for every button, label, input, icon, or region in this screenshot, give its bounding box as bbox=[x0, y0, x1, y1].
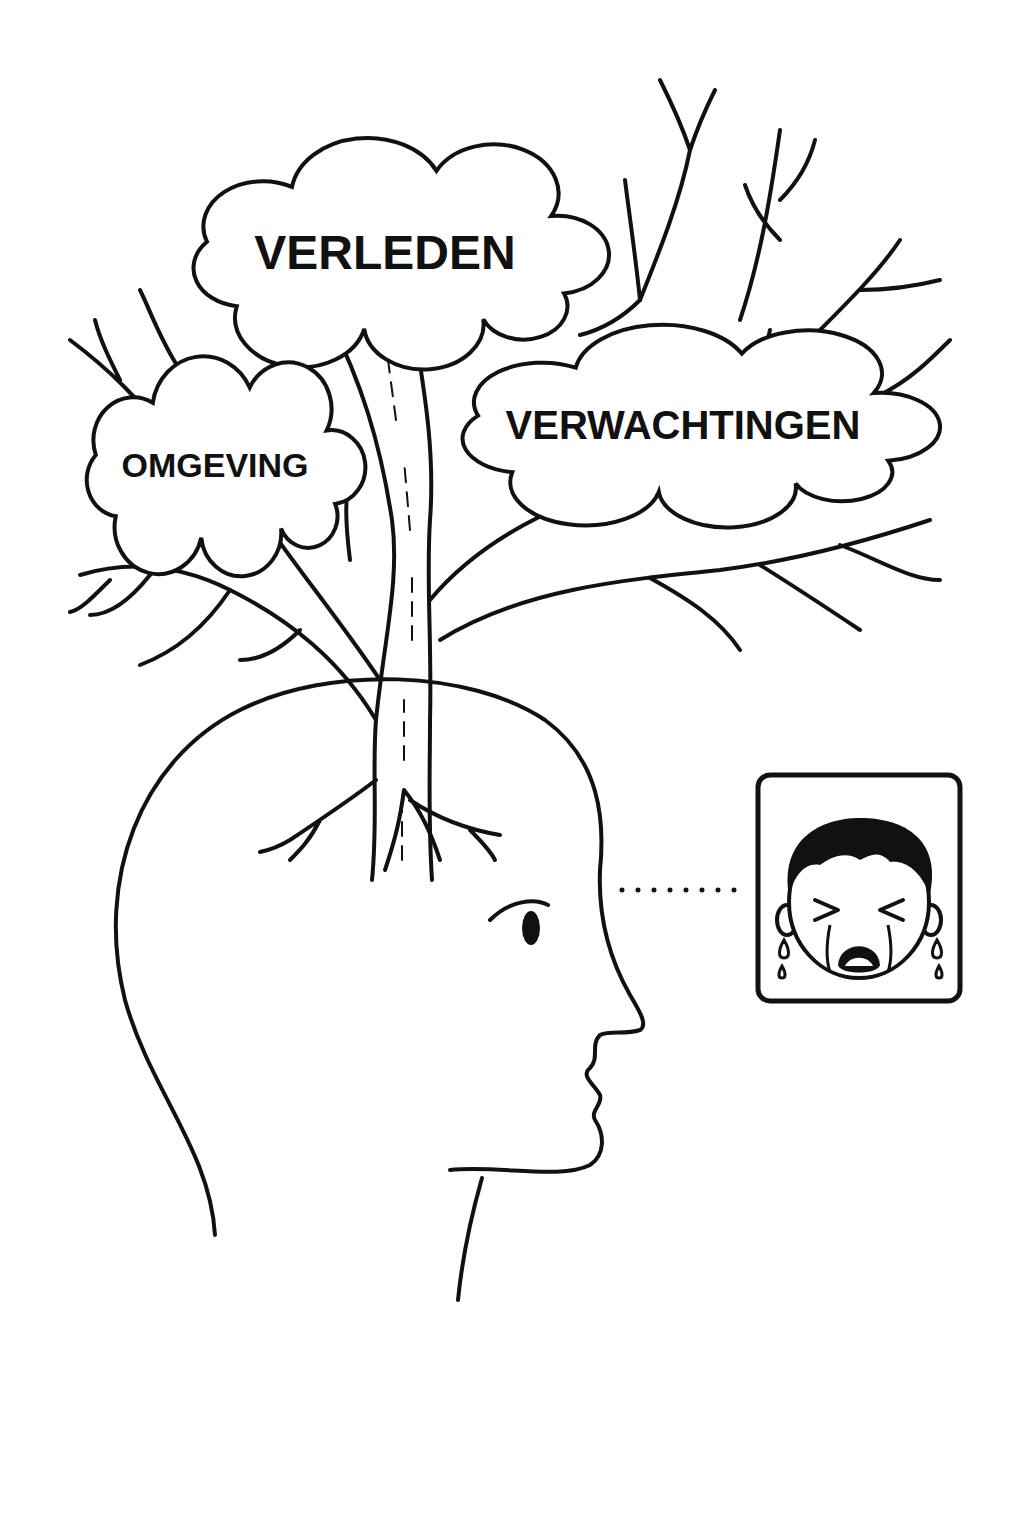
tongue bbox=[845, 958, 873, 966]
trunk-grain bbox=[388, 360, 412, 860]
twig bbox=[625, 180, 640, 300]
cloud-node: VERWACHTINGEN bbox=[439, 331, 927, 506]
eye bbox=[522, 911, 540, 945]
twig bbox=[650, 545, 940, 650]
cloud-node: VERLEDEN bbox=[173, 145, 598, 345]
neck-line bbox=[458, 1178, 482, 1300]
icon-frame bbox=[758, 775, 960, 1001]
branch bbox=[440, 520, 930, 640]
crying-face-icon bbox=[758, 775, 960, 1001]
cloud-label: OMGEVING bbox=[73, 447, 358, 484]
twig bbox=[740, 130, 815, 320]
tear-streams bbox=[827, 925, 891, 972]
branch bbox=[80, 567, 376, 720]
hair bbox=[788, 818, 933, 895]
tear-drops bbox=[779, 940, 942, 978]
twig bbox=[640, 80, 715, 300]
tree bbox=[70, 80, 950, 880]
mouth bbox=[838, 946, 880, 972]
squinting-eyes bbox=[815, 900, 903, 920]
twig bbox=[90, 575, 300, 665]
cloud-node: OMGEVING bbox=[73, 363, 358, 553]
trunk-left bbox=[330, 320, 394, 880]
eye-lid bbox=[490, 901, 548, 920]
trunk-right bbox=[410, 300, 432, 880]
cloud-label: VERLEDEN bbox=[173, 227, 598, 280]
root bbox=[260, 780, 376, 860]
head-outline bbox=[116, 679, 643, 1235]
head-profile bbox=[116, 679, 643, 1300]
cloud-label: VERWACHTINGEN bbox=[439, 403, 927, 447]
root bbox=[385, 790, 500, 870]
dotted-leader bbox=[622, 888, 738, 893]
